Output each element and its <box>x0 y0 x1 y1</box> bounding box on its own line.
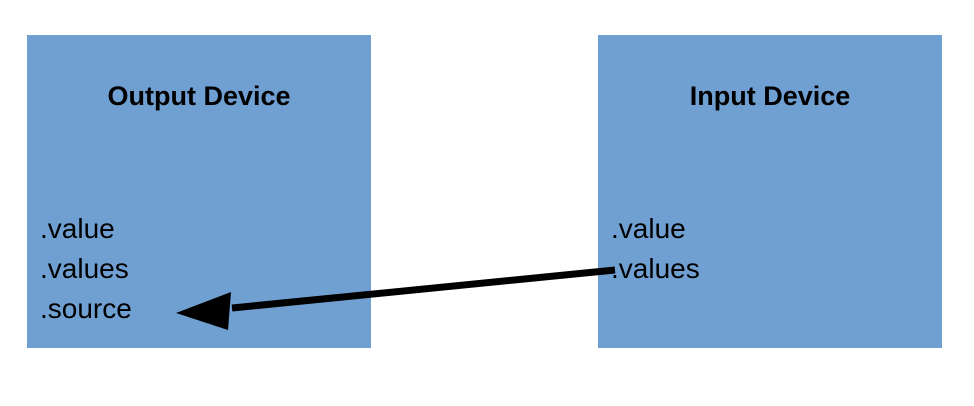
output-device-box[interactable]: Output Device .value .values .source <box>27 35 371 348</box>
property-item: .source <box>40 293 132 324</box>
property-item: .value <box>40 213 115 244</box>
input-device-title: Input Device <box>689 81 851 111</box>
property-item: .value <box>611 213 686 244</box>
input-device-box[interactable]: Input Device .value .values <box>598 35 942 348</box>
property-item: .values <box>40 253 129 284</box>
output-device-title: Output Device <box>107 81 291 111</box>
output-device-property-list: .value .values .source <box>40 209 132 329</box>
input-device-property-list: .value .values <box>611 209 700 289</box>
property-item: .values <box>611 253 700 284</box>
